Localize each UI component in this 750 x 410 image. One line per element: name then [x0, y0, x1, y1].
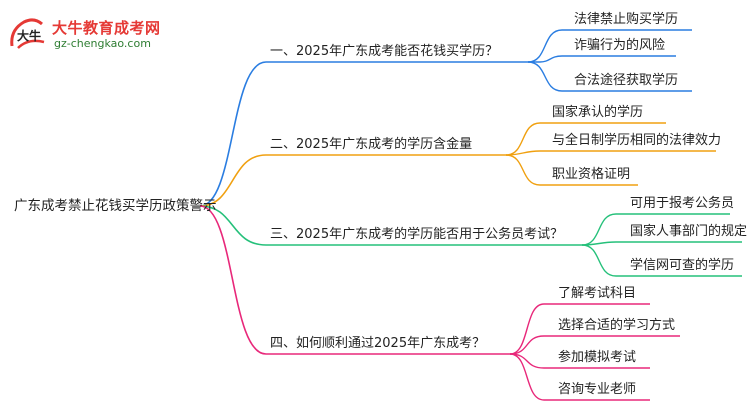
branch-4-label: 四、如何顺利通过2025年广东成考？: [270, 336, 486, 351]
edge-branch4-child2: [509, 335, 680, 355]
branch-1-child-2: 诈骗行为的风险: [574, 38, 666, 53]
edge-branch2-child2: [505, 150, 716, 156]
branch-1-child-3: 合法途径获取学历: [574, 73, 679, 88]
branch-3-child-2: 国家人事部门的规定: [630, 224, 748, 239]
branch-4-child-2: 选择合适的学习方式: [558, 318, 676, 333]
edge-branch1-child2: [528, 55, 676, 63]
edge-root-branch3: [199, 205, 582, 246]
edge-branch4-child4: [509, 353, 650, 401]
edge-group-branch4: [199, 205, 680, 401]
edge-branch3-child1: [581, 213, 730, 246]
edge-group-branch3: [199, 205, 742, 277]
mindmap-root: 广东成考禁止花钱买学历政策警示: [14, 198, 217, 214]
site-logo[interactable]: 大牛 大牛教育成考网 gz-chengkao.com: [8, 14, 208, 54]
branch-4-child-1: 了解考试科目: [558, 286, 637, 301]
branch-3-label: 三、2025年广东成考的学历能否用于公务员考试？: [270, 227, 564, 242]
branch-1-child-1: 法律禁止购买学历: [574, 12, 679, 27]
edge-group-branch2: [199, 122, 716, 207]
edge-branch1-child3: [527, 61, 692, 92]
logo-mark-text: 大牛: [17, 28, 41, 43]
logo-url: gz-chengkao.com: [54, 37, 151, 50]
branch-3-child-1: 可用于报考公务员: [630, 196, 735, 211]
branch-1-label: 一、2025年广东成考能否花钱买学历？: [270, 44, 499, 59]
edge-branch3-child2: [581, 241, 742, 246]
branch-3-child-3: 学信网可查的学历: [630, 258, 735, 273]
edge-branch3-child3: [581, 244, 742, 277]
branch-2-child-2: 与全日制学历相同的法律效力: [552, 133, 722, 148]
branch-4-child-4: 咨询专业老师: [558, 382, 637, 397]
logo-mark-icon: 大牛: [10, 18, 45, 49]
branch-4-child-3: 参加模拟考试: [558, 350, 637, 365]
edge-root-branch2: [199, 154, 506, 207]
edge-branch2-child3: [505, 154, 638, 186]
edge-root-branch4: [199, 205, 510, 355]
edge-branch1-child1: [527, 29, 692, 63]
edge-branch2-child1: [505, 122, 666, 156]
edge-branch4-child3: [509, 353, 650, 369]
edge-root-branch1: [199, 61, 528, 207]
logo-title: 大牛教育成考网: [52, 19, 161, 37]
branch-2-child-1: 国家承认的学历: [552, 105, 644, 120]
branch-2-label: 二、2025年广东成考的学历含金量: [270, 137, 473, 152]
edge-group-branch1: [199, 29, 692, 207]
branch-2-child-3: 职业资格证明: [552, 167, 631, 182]
edge-branch4-child1: [509, 303, 650, 355]
